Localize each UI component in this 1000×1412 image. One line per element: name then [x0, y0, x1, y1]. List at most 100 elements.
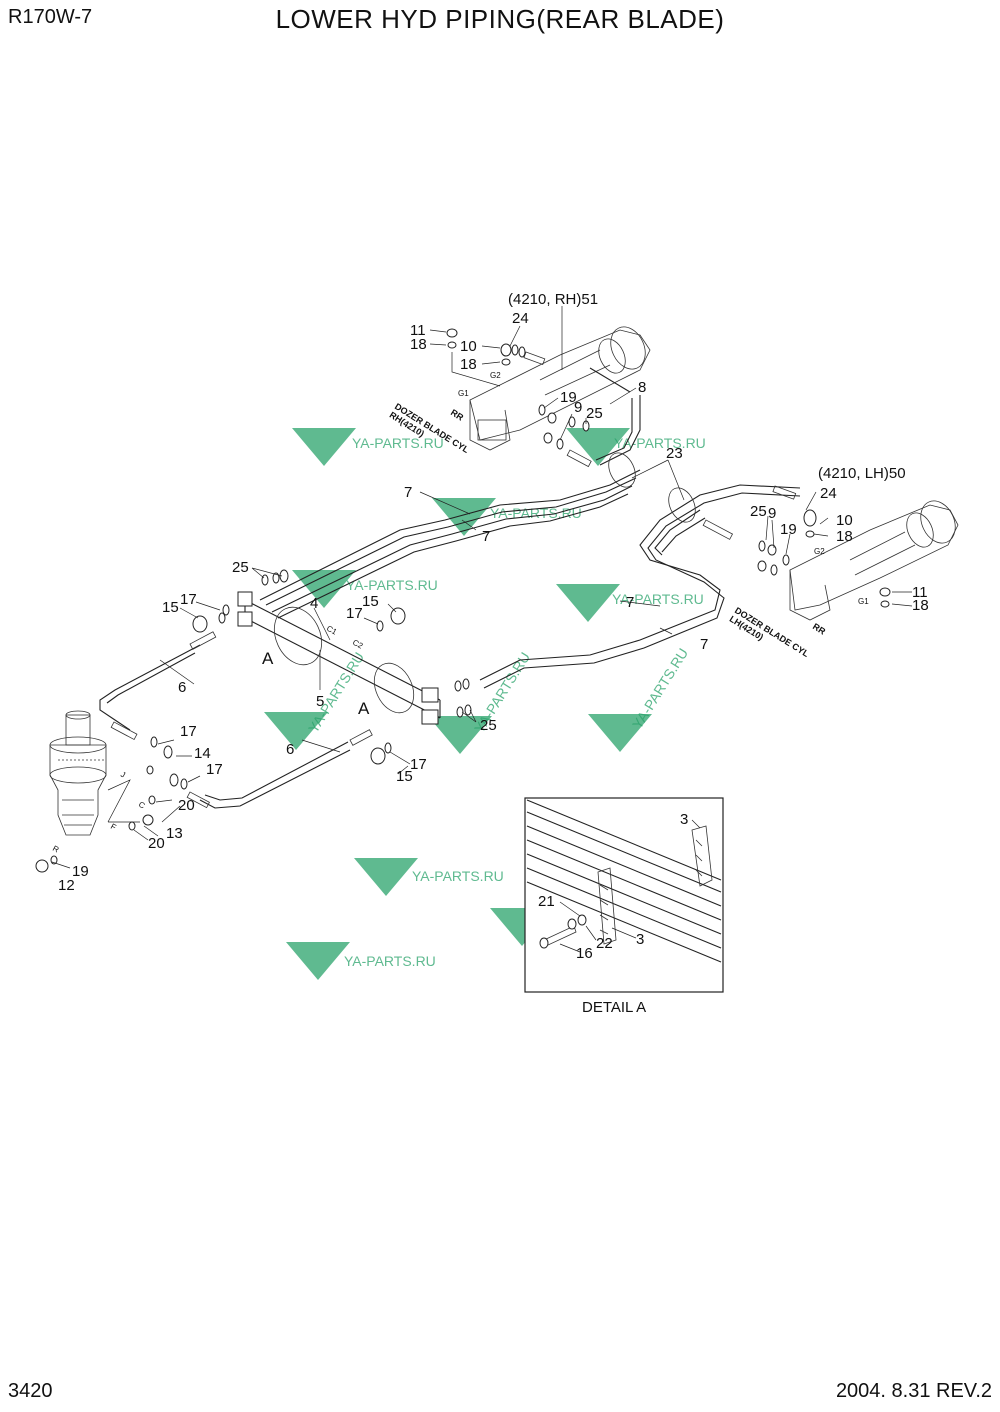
callout-16: 16 [576, 945, 593, 962]
swivel-joint [49, 710, 107, 836]
watermark: YA-PARTS.RU [292, 428, 444, 466]
callout-10: 10 [460, 338, 477, 355]
plug-fitting [446, 328, 458, 338]
port-j: J [119, 770, 127, 780]
callout-17: 17 [346, 605, 363, 622]
callout-22: 22 [596, 935, 613, 952]
watermark-text: YA-PARTS.RU [346, 577, 438, 593]
callout-25: 25 [750, 503, 767, 520]
callout-15: 15 [362, 593, 379, 610]
callout-24: 24 [820, 485, 837, 502]
watermark: YA-PARTS.RU [354, 858, 504, 896]
rh-blade-cylinder [469, 326, 651, 451]
callout-3: 3 [636, 931, 644, 948]
leader-lines [51, 306, 913, 869]
rh-rr-tag: RR [449, 407, 466, 423]
watermark: YA-PARTS.RU [428, 649, 533, 754]
lh-blade-cylinder [789, 500, 959, 621]
port-g2-lh: G2 [814, 547, 825, 556]
callout-15: 15 [162, 599, 179, 616]
port-g2-rh: G2 [490, 371, 501, 380]
callout-4: 4 [310, 595, 318, 612]
watermark-logo-icon [432, 498, 496, 536]
callout-19: 19 [72, 863, 89, 880]
callout-17: 17 [410, 756, 427, 773]
callout-23: 23 [666, 445, 683, 462]
port-g1-lh: G1 [858, 597, 869, 606]
callout-12: 12 [58, 877, 75, 894]
lh-rr-tag: RR [811, 621, 828, 637]
port-c2: C2 [351, 638, 365, 651]
watermark-text: YA-PARTS.RU [305, 649, 367, 735]
watermark-text: YA-PARTS.RU [344, 953, 436, 969]
section-a-marker: A [358, 699, 370, 718]
callout-18: 18 [410, 336, 427, 353]
pipe-routing [99, 351, 801, 809]
watermark: YA-PARTS.RU [588, 645, 691, 752]
callout-24: 24 [512, 310, 529, 327]
detail-a-caption: DETAIL A [582, 999, 646, 1016]
watermark-logo-icon [566, 428, 630, 466]
callout-20: 20 [148, 835, 165, 852]
watermark: YA-PARTS.RU [286, 942, 436, 980]
detail-a: 3 3 21 22 16 DETAIL A [524, 797, 724, 1016]
callout-11: 11 [912, 584, 928, 601]
watermark-logo-icon [428, 716, 492, 754]
port-f: F [109, 822, 118, 832]
watermark-text: YA-PARTS.RU [352, 435, 444, 451]
watermark-logo-icon [286, 942, 350, 980]
port-c: C [137, 800, 147, 811]
callout-17: 17 [180, 591, 197, 608]
revision-date: 2004. 8.31 REV.2 [835, 1380, 992, 1402]
callout-5: 5 [316, 693, 324, 710]
model-number: R170W-7 [8, 6, 93, 28]
callout-13: 13 [166, 825, 183, 842]
watermark-logo-icon [354, 858, 418, 896]
callout-7: 7 [626, 594, 634, 611]
watermark-text: YA-PARTS.RU [490, 505, 582, 521]
callout-21: 21 [538, 893, 555, 910]
port-g1-rh: G1 [458, 389, 469, 398]
watermark-text: YA-PARTS.RU [412, 868, 504, 884]
callout-25: 25 [480, 717, 497, 734]
callout-8: 8 [638, 379, 646, 396]
callout-17: 17 [180, 723, 197, 740]
watermark-text: YA-PARTS.RU [629, 645, 691, 731]
callout-6: 6 [286, 741, 294, 758]
callout-7: 7 [700, 636, 708, 653]
callout-25: 25 [586, 405, 603, 422]
callout-9: 9 [768, 505, 776, 522]
watermark: YA-PARTS.RU [432, 498, 582, 536]
callout-11: 11 [410, 322, 426, 339]
callout-10: 10 [836, 512, 853, 529]
callout-25: 25 [232, 559, 249, 576]
watermark-logo-icon [292, 428, 356, 466]
callout-6: 6 [178, 679, 186, 696]
ref-rh-cylinder: (4210, RH)51 [508, 291, 598, 308]
watermark-logo-icon [556, 584, 620, 622]
watermark-logo-icon [588, 714, 652, 752]
callout-15: 15 [396, 768, 413, 785]
plug-fitting [192, 615, 208, 633]
callout-7: 7 [482, 528, 490, 545]
callout-19: 19 [780, 521, 797, 538]
watermark: YA-PARTS.RU [566, 428, 706, 466]
port-c1: C1 [325, 624, 339, 637]
callouts: 11 18 10 18 24 8 19 9 25 23 24 10 18 25 … [58, 310, 929, 894]
callout-20: 20 [178, 797, 195, 814]
port-r: R [51, 844, 61, 855]
callout-17: 17 [206, 761, 223, 778]
callout-3: 3 [680, 811, 688, 828]
watermark-text: YA-PARTS.RU [614, 435, 706, 451]
pipe-clamps [273, 452, 696, 714]
callout-9: 9 [574, 399, 582, 416]
fittings [35, 328, 891, 873]
page-title: LOWER HYD PIPING(REAR BLADE) [275, 4, 725, 34]
callout-18: 18 [836, 528, 853, 545]
callout-14: 14 [194, 745, 211, 762]
callout-18: 18 [460, 356, 477, 373]
page-number: 3420 [8, 1380, 53, 1402]
elbow-fitting [803, 509, 817, 527]
callout-19: 19 [560, 389, 577, 406]
watermark-logo-icon [264, 712, 328, 750]
